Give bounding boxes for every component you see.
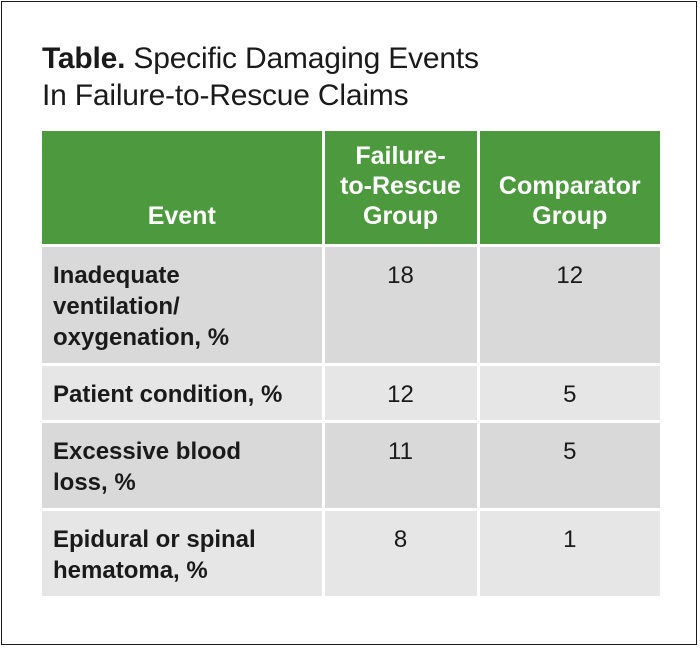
comparator-value-cell: 1 (476, 508, 660, 596)
table-row: Excessive blood loss, % 11 5 (42, 420, 660, 510)
table-row: Inadequate ventilation/ oxygenation, % 1… (42, 244, 660, 365)
damaging-events-table: Event Failure- to-Rescue Group Comparato… (42, 131, 660, 596)
header-row: Event Failure- to-Rescue Group Comparato… (42, 131, 660, 246)
event-cell: Epidural or spinal hematoma, % (42, 508, 323, 596)
ftr-value-cell: 18 (321, 244, 478, 365)
header-comparator: Comparator Group (476, 131, 660, 246)
title-lead: Table. (42, 42, 126, 75)
event-cell: Patient condition, % (42, 363, 323, 422)
ftr-value-cell: 12 (321, 363, 478, 422)
title-line-1: Specific Damaging Events (133, 42, 479, 75)
ftr-value-cell: 11 (321, 420, 478, 510)
title-line-2: In Failure-to-Rescue Claims (42, 79, 409, 112)
ftr-value-cell: 8 (321, 508, 478, 596)
comparator-value-cell: 5 (476, 420, 660, 510)
header-failure-to-rescue: Failure- to-Rescue Group (321, 131, 478, 246)
event-cell: Excessive blood loss, % (42, 420, 323, 510)
table-row: Epidural or spinal hematoma, % 8 1 (42, 508, 660, 596)
header-event: Event (42, 131, 323, 246)
event-cell: Inadequate ventilation/ oxygenation, % (42, 244, 323, 365)
table-title: Table. Specific Damaging Events In Failu… (42, 40, 479, 114)
table-row: Patient condition, % 12 5 (42, 363, 660, 422)
comparator-value-cell: 5 (476, 363, 660, 422)
comparator-value-cell: 12 (476, 244, 660, 365)
